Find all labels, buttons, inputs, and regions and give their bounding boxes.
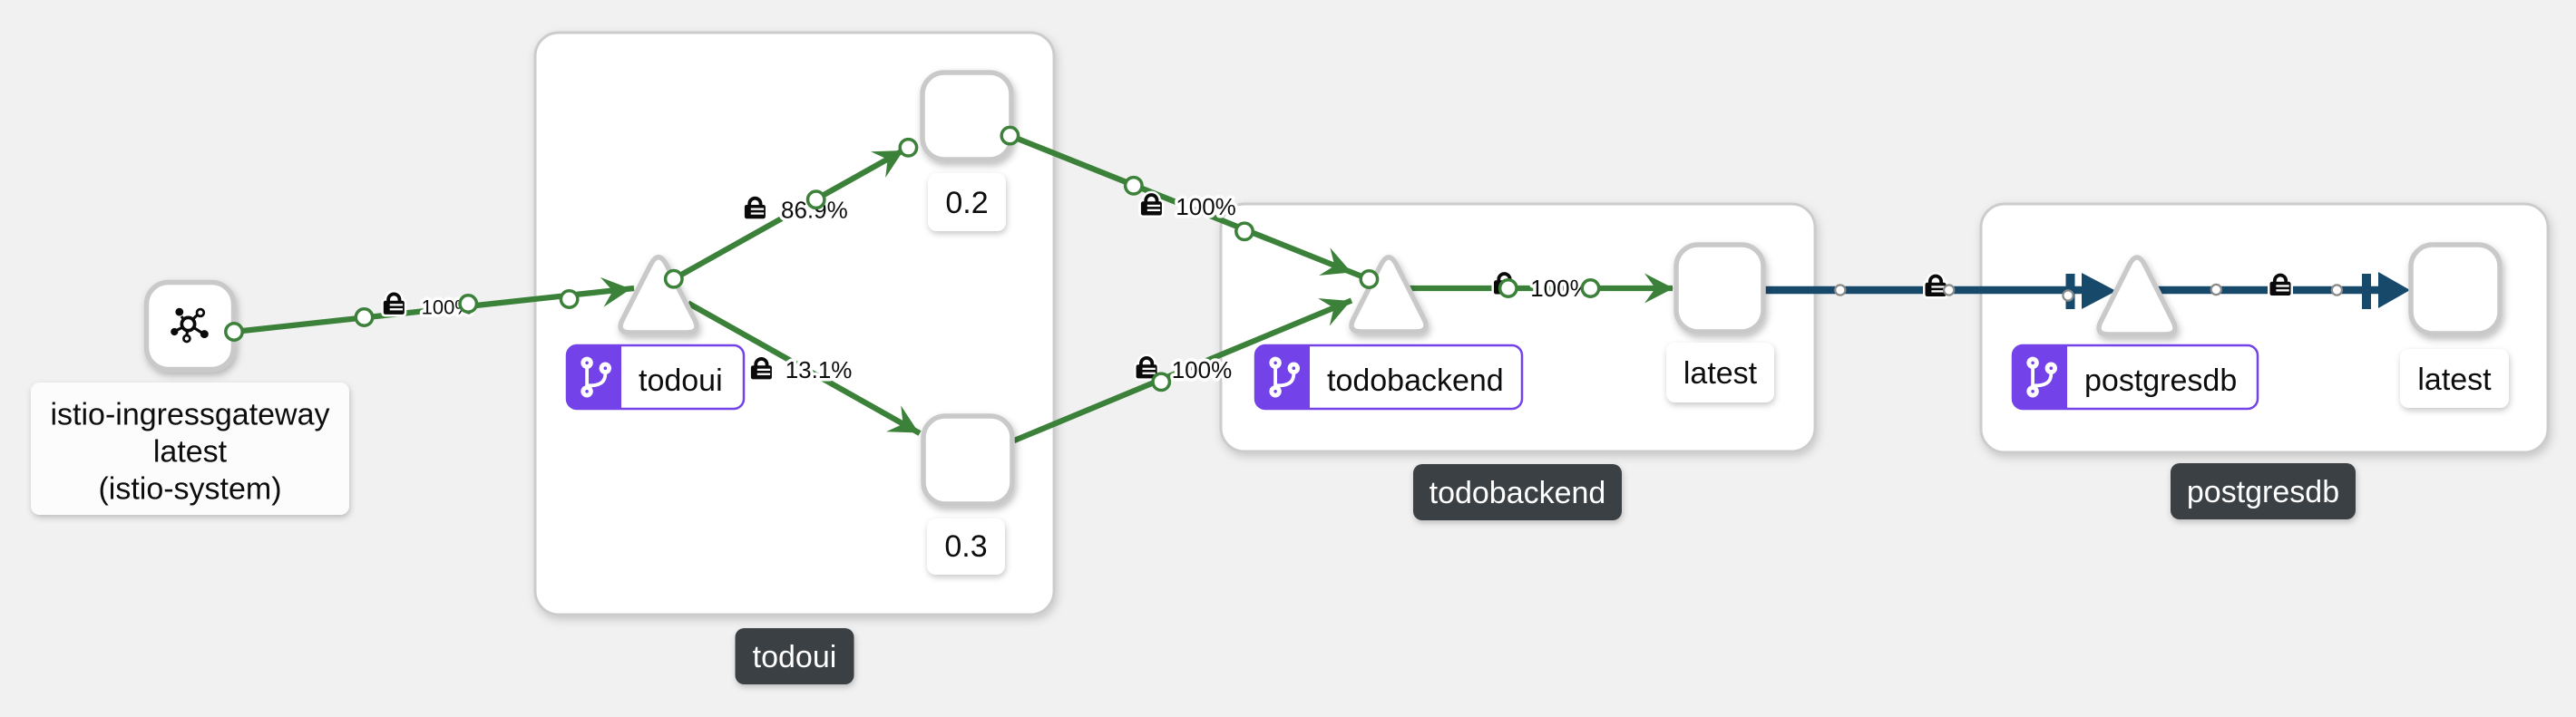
svg-text:postgresdb: postgresdb <box>2187 475 2339 509</box>
svg-text:100%: 100% <box>1172 356 1233 383</box>
svg-text:latest: latest <box>153 434 228 469</box>
svg-text:100%: 100% <box>1176 193 1236 220</box>
svg-text:postgresdb: postgresdb <box>2084 363 2237 398</box>
svg-text:todoui: todoui <box>753 640 837 674</box>
svg-text:todobackend: todobackend <box>1327 363 1504 398</box>
svg-text:istio-ingressgateway: istio-ingressgateway <box>50 397 329 431</box>
svg-text:latest: latest <box>1683 356 1758 391</box>
svg-text:latest: latest <box>2417 363 2492 397</box>
svg-text:todoui: todoui <box>639 363 723 398</box>
svg-text:13.1%: 13.1% <box>785 356 853 383</box>
svg-text:(istio-system): (istio-system) <box>98 472 281 507</box>
svg-text:0.3: 0.3 <box>944 529 987 564</box>
svg-text:0.2: 0.2 <box>945 186 988 220</box>
svg-text:todobackend: todobackend <box>1429 476 1606 510</box>
